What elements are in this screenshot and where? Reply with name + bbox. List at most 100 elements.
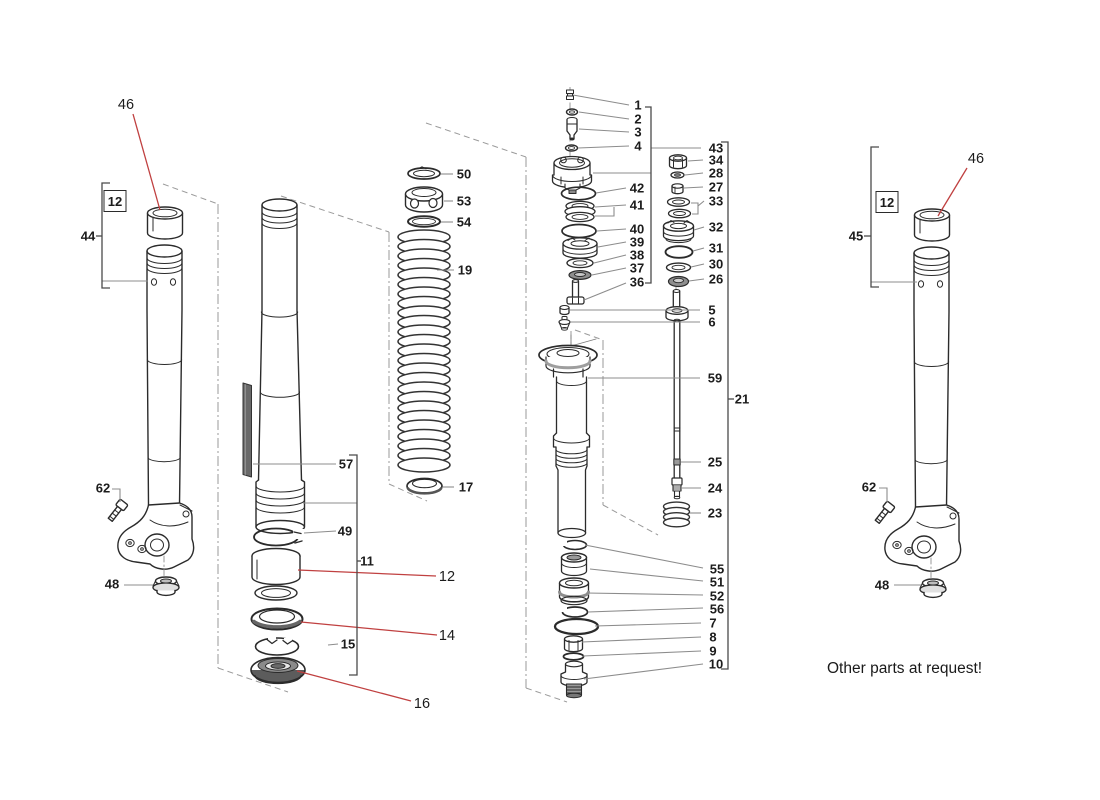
- leader-line-16: [296, 670, 412, 702]
- part-label-50: 50: [456, 166, 472, 182]
- part-label-27: 27: [708, 179, 724, 195]
- part-label-39: 39: [629, 234, 645, 250]
- part-label-12: 12: [438, 569, 456, 585]
- part-label-55: 55: [709, 561, 725, 577]
- leader-line-37: [591, 267, 627, 276]
- inner-tube-group: [242, 198, 306, 685]
- part-label-38: 38: [629, 247, 645, 263]
- bushing-drawing: [251, 547, 301, 586]
- o-ring-54-drawing: [407, 215, 441, 228]
- part-label-4: 4: [634, 138, 642, 154]
- leader-line-36: [583, 282, 627, 301]
- part-label-45: 45: [848, 228, 864, 244]
- part-label-43: 43: [708, 140, 724, 156]
- part-27-cap-nut: [671, 183, 684, 195]
- cartridge-group: [538, 89, 695, 699]
- part-label-48-right: 48: [874, 577, 890, 593]
- part-39-piston: [562, 237, 598, 259]
- part-32-piston: [662, 220, 695, 244]
- right-fork-leg: [872, 208, 962, 599]
- part-label-46-right: 46: [967, 151, 985, 167]
- part-label-49: 49: [337, 523, 353, 539]
- leader-line-3: [578, 128, 630, 133]
- part-label-42: 42: [629, 180, 645, 196]
- part-2-ring: [565, 108, 579, 116]
- leader-line-49: [303, 530, 337, 534]
- part-3-needle: [566, 117, 578, 141]
- leader-line-10: [583, 663, 704, 680]
- part-label-11: 11: [360, 553, 374, 569]
- other-parts-note: Other parts at request!: [827, 660, 983, 677]
- part-7-oring: [553, 617, 600, 636]
- part-label-7: 7: [709, 615, 717, 631]
- push-rod-drawing: [665, 288, 689, 500]
- leader-line-34: [687, 159, 704, 162]
- leader-line-bracket-11: [349, 454, 358, 676]
- cap-nut-drawing: [404, 186, 444, 213]
- leader-line-bracket-43: [645, 106, 652, 284]
- part-label-24: 24: [707, 480, 723, 496]
- leader-line-52: [585, 592, 704, 596]
- part-label-26: 26: [708, 271, 724, 287]
- part-label-46-left: 46: [117, 97, 135, 113]
- leader-lines: [96, 94, 968, 702]
- part-label-48-left: 48: [104, 576, 120, 592]
- part-label-62-left: 62: [95, 480, 111, 496]
- spacer-ring-drawing: [406, 477, 443, 495]
- leader-line-40: [596, 228, 627, 232]
- part-55-ring: [561, 539, 588, 551]
- part-56-clip: [560, 606, 589, 618]
- leader-line-1: [572, 94, 630, 106]
- part-label-30: 30: [708, 256, 724, 272]
- part-33-washers: [666, 197, 692, 219]
- part-42-oring: [560, 186, 597, 201]
- leader-line-28: [684, 172, 704, 176]
- part-label-36: 36: [629, 274, 645, 290]
- part-31-ring: [664, 245, 694, 259]
- part-26-spring-washer: [667, 275, 690, 288]
- part-8-nut: [563, 635, 584, 653]
- leader-line-bracket-21: [721, 141, 729, 670]
- part-label-56: 56: [709, 601, 725, 617]
- leader-line-46-right: [937, 167, 968, 217]
- part-label-33: 33: [708, 193, 724, 209]
- box-12-right: 12: [875, 191, 899, 213]
- part-34-nut: [668, 154, 688, 170]
- part-label-23: 23: [707, 505, 723, 521]
- part-40-ring: [561, 223, 597, 239]
- leader-line-41b: [595, 207, 615, 217]
- leader-line-39: [597, 241, 627, 248]
- leader-line-32: [693, 226, 705, 231]
- part-label-6: 6: [708, 314, 716, 330]
- leader-line-55: [584, 544, 704, 569]
- part-label-31: 31: [708, 240, 724, 256]
- part-30-washer: [665, 262, 692, 273]
- cap-assembly-drawing: [551, 155, 593, 194]
- leader-line-30: [690, 263, 705, 268]
- part-label-40: 40: [629, 221, 645, 237]
- leader-line-33: [691, 202, 699, 215]
- leader-line-38: [593, 254, 627, 264]
- spring-group: [397, 166, 451, 495]
- part-37-spring-washer: [568, 270, 592, 281]
- part-label-17: 17: [458, 479, 474, 495]
- part-label-54: 54: [456, 214, 472, 230]
- leader-line-27: [683, 186, 704, 189]
- part-6-valve: [558, 316, 571, 331]
- part-label-25: 25: [707, 454, 723, 470]
- part-41-washers: [564, 200, 596, 223]
- part-label-2: 2: [634, 111, 642, 127]
- leader-line-4: [577, 145, 630, 149]
- part-label-9: 9: [709, 643, 717, 659]
- leader-line-15: [327, 643, 339, 646]
- part-38-washer: [566, 257, 594, 269]
- part-label-21: 21: [734, 391, 750, 407]
- part-28-ring: [670, 171, 685, 179]
- leader-line-62-right: [879, 487, 888, 502]
- part-label-59: 59: [707, 370, 723, 386]
- leader-line-42: [595, 187, 627, 194]
- part-label-8: 8: [709, 629, 717, 645]
- part-52-seal-holder: [558, 577, 590, 606]
- rebound-spring-drawing: [662, 501, 691, 528]
